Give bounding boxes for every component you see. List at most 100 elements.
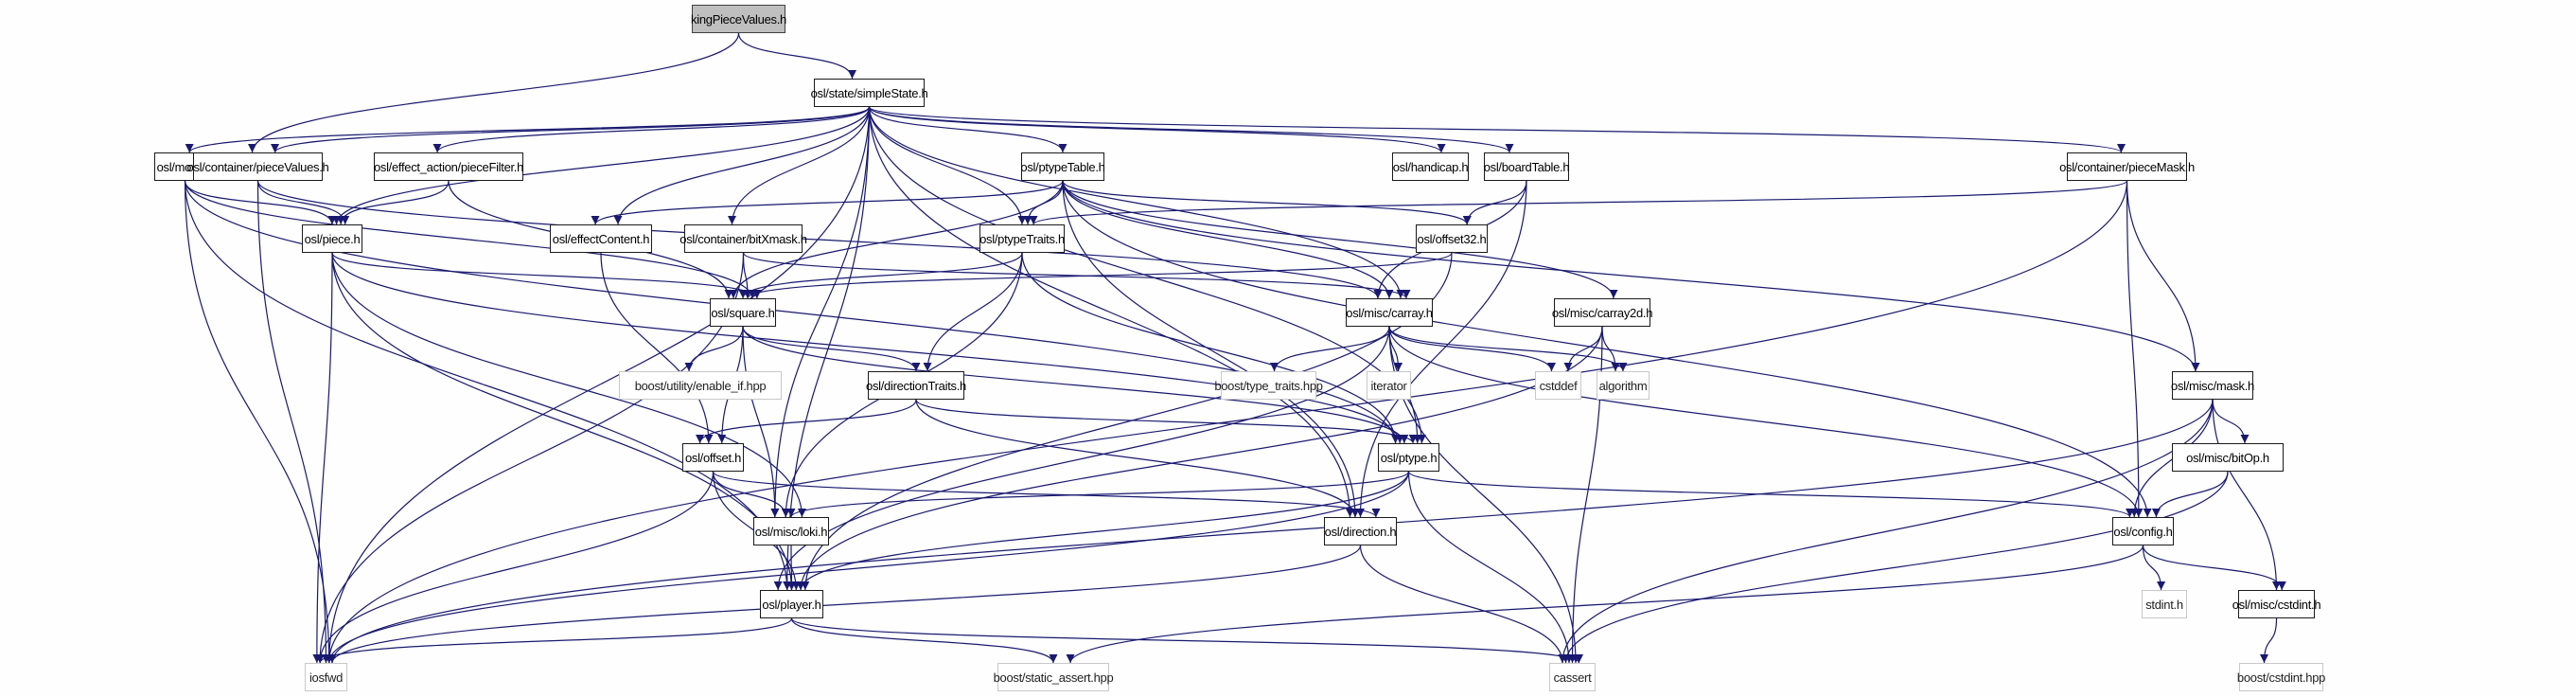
edge-pieceValues-to-piece: [256, 180, 350, 225]
edge-directionTraits-to-direction: [915, 399, 1360, 518]
node-ptype[interactable]: osl/ptype.h: [1378, 443, 1439, 472]
edge-simpleState-to-loki: [770, 106, 871, 518]
edge-mask-to-bitOp: [2212, 399, 2250, 444]
edge-simpleState-to-ptypeTable: [868, 106, 1067, 153]
edge-boardTable-to-direction: [1356, 180, 1527, 518]
node-type-traits: boost/type_traits.hpp: [1214, 371, 1323, 400]
node-enable-if: boost/utility/enable_if.hpp: [619, 371, 782, 400]
edge-move-to-player: [184, 180, 792, 591]
node-piece[interactable]: osl/piece.h: [302, 224, 362, 253]
node-config[interactable]: osl/config.h: [2112, 517, 2174, 545]
node-static-assert: boost/static_assert.hpp: [994, 663, 1114, 691]
edge-ptypeTraits-to-ptype: [1021, 252, 1401, 444]
edge-piece-to-loki: [331, 252, 806, 518]
node-loki[interactable]: osl/misc/loki.h: [753, 517, 829, 545]
node-pieceFilter[interactable]: osl/effect_action/pieceFilter.h: [374, 152, 523, 181]
node-player[interactable]: osl/player.h: [760, 590, 823, 618]
node-ptypeTraits[interactable]: osl/ptypeTraits.h: [979, 224, 1065, 253]
edge-piece-to-square: [331, 252, 762, 299]
edge-directionTraits-to-ptype: [915, 399, 1418, 444]
node-ptypeTable[interactable]: osl/ptypeTable.h: [1020, 152, 1105, 181]
edge-direction-to-cassert: [1359, 545, 1567, 664]
edge-pieceMask-to-iosfwd: [325, 180, 2128, 664]
edge-pieceValues-to-iosfwd: [256, 180, 330, 664]
node-pieceValues[interactable]: osl/container/pieceValues.h: [187, 152, 329, 181]
edge-ptypeTable-to-square: [729, 180, 1064, 299]
edge-carray-to-cstddef: [1388, 326, 1556, 372]
node-square[interactable]: osl/square.h: [710, 298, 776, 327]
edge-pieceMask-to-mask: [2126, 180, 2200, 372]
edge-kingPieceValues-to-pieceValues: [248, 32, 740, 153]
edge-simpleState-to-pieceFilter: [432, 106, 871, 153]
edge-simpleState-to-direction: [868, 106, 1354, 518]
edge-loki-to-player: [786, 545, 796, 591]
edge-simpleState-to-effectContent: [613, 106, 871, 225]
edge-simpleState-to-bitXmask: [728, 106, 871, 225]
edge-bitXmask-to-carray: [742, 252, 1411, 299]
node-misc-cstdint[interactable]: osl/misc/cstdint.h: [2232, 590, 2321, 618]
node-handicap[interactable]: osl/handicap.h: [1392, 152, 1469, 181]
edge-bitOp-to-config: [2151, 471, 2229, 518]
edge-ptypeTable-to-carray2d: [1062, 180, 1618, 299]
edge-mask-to-iosfwd: [327, 399, 2214, 664]
edge-config-to-misc_cstdint: [2142, 545, 2286, 591]
node-algorithm: algorithm: [1597, 371, 1650, 400]
edge-move-to-square: [184, 180, 757, 299]
edge-square-to-enable_if: [684, 326, 744, 372]
node-simpleState[interactable]: osl/state/simpleState.h: [811, 79, 928, 107]
node-iosfwd: iosfwd: [305, 663, 347, 691]
node-carray2d[interactable]: osl/misc/carray2d.h: [1552, 298, 1652, 327]
node-directionTraits[interactable]: osl/directionTraits.h: [866, 371, 966, 400]
edge-pieceFilter-to-piece: [336, 180, 450, 225]
edge-carray-to-type_traits: [1270, 326, 1390, 372]
edge-square-to-directionTraits: [742, 326, 921, 372]
node-boardTable[interactable]: osl/boardTable.h: [1484, 152, 1570, 181]
edge-simpleState-to-pieceValues: [271, 106, 871, 153]
node-bitOp[interactable]: osl/misc/bitOp.h: [2172, 443, 2284, 472]
edge-carray2d-to-player: [796, 326, 1603, 591]
edge-simpleState-to-carray: [868, 106, 1405, 299]
node-cstddef: cstddef: [1535, 371, 1581, 400]
edge-simpleState-to-pieceMask: [868, 106, 2126, 153]
edge-config-to-stdint: [2142, 545, 2166, 591]
node-offset[interactable]: osl/offset.h: [682, 443, 744, 472]
node-mask[interactable]: osl/misc/mask.h: [2171, 371, 2254, 400]
edge-boardTable-to-offset32: [1462, 180, 1527, 225]
edge-square-to-loki: [742, 326, 780, 518]
edge-ptypeTable-to-direction: [1062, 180, 1360, 518]
edge-carray2d-to-cstddef: [1563, 326, 1603, 372]
edge-offset-to-direction: [712, 471, 1381, 518]
edge-offset-to-iosfwd: [315, 471, 715, 664]
edge-direction-to-iosfwd: [327, 545, 1362, 664]
edge-ptype-to-config: [1407, 471, 2134, 518]
edge-ptype-to-loki: [786, 471, 1410, 518]
edge-ptypeTable-to-offset32: [1062, 180, 1472, 225]
node-offset32[interactable]: osl/offset32.h: [1416, 224, 1488, 253]
node-pieceMask[interactable]: osl/container/pieceMask.h: [2059, 152, 2195, 181]
edge-ptypeTable-to-mask: [1062, 180, 2200, 372]
edge-simpleState-to-handicap: [868, 106, 1446, 153]
node-direction[interactable]: osl/direction.h: [1324, 517, 1397, 545]
edge-pieceMask-to-config: [2126, 180, 2144, 518]
node-bitXmask[interactable]: osl/container/bitXmask.h: [679, 224, 807, 253]
edge-move-to-ptype: [184, 180, 1400, 444]
edge-offset-to-loki: [712, 471, 790, 518]
edge-directionTraits-to-offset: [696, 399, 917, 444]
edge-misc_cstdint-to-boost_cstdint: [2260, 617, 2278, 664]
edge-pieceMask-to-ptypeTraits: [1029, 180, 2128, 225]
edge-simpleState-to-boardTable: [868, 106, 1514, 153]
edge-ptypeTable-to-effectContent: [591, 180, 1064, 225]
node-carray[interactable]: osl/misc/carray.h: [1346, 298, 1433, 327]
edge-pieceValues-to-carray: [256, 180, 1383, 299]
node-kingPieceValues[interactable]: kingPieceValues.h: [691, 5, 786, 33]
node-boost-cstdint: boost/cstdint.hpp: [2237, 663, 2325, 691]
edge-ptypeTable-to-carray: [1062, 180, 1394, 299]
node-effectContent[interactable]: osl/effectContent.h: [550, 224, 652, 253]
edge-bitXmask-to-iosfwd: [315, 252, 745, 664]
edge-player-to-iosfwd: [315, 617, 793, 664]
edge-piece-to-ptype: [331, 252, 1404, 444]
edge-move-to-iosfwd: [184, 180, 334, 664]
node-stdint: stdint.h: [2142, 590, 2187, 618]
